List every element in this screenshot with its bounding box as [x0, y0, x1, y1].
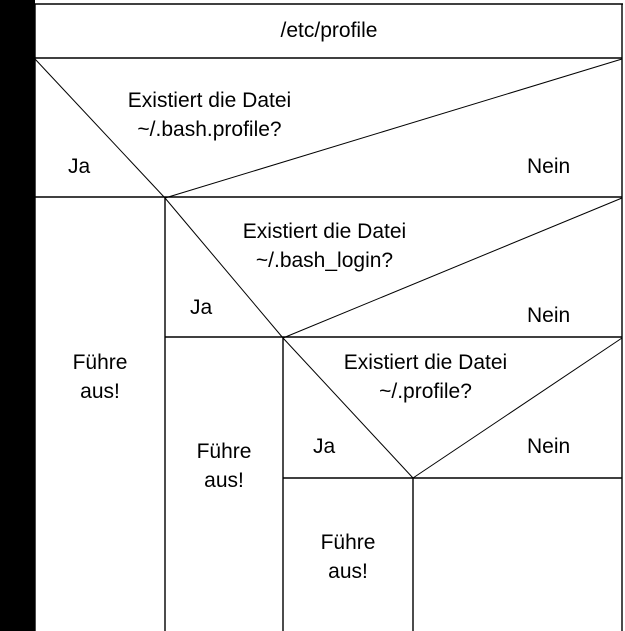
question-2-line-1: Existiert die Datei — [242, 220, 407, 243]
branch-yes-diagonal-3 — [282, 337, 414, 479]
branch-label-2-no: Nein — [527, 304, 571, 327]
branch-yes-diagonal-1 — [34, 58, 166, 199]
exec-leaf-2-line-2: aus! — [204, 469, 244, 492]
branch-label-2-yes: Ja — [190, 296, 213, 319]
left-black-margin — [0, 0, 35, 631]
question-3-line-1: Existiert die Datei — [343, 351, 508, 374]
exec-leaf-3-line-1: Führe — [320, 531, 376, 554]
branch-label-1-no: Nein — [527, 155, 571, 178]
question-3-line-2: ~/.profile? — [379, 380, 472, 403]
exec-leaf-1-line-2: aus! — [80, 380, 120, 403]
exec-leaf-2-line-1: Führe — [196, 440, 252, 463]
branch-label-3-no: Nein — [527, 435, 571, 458]
branch-label-1-yes: Ja — [68, 155, 91, 178]
exec-leaf-1-line-1: Führe — [72, 351, 128, 374]
question-2-line-2: ~/.bash_login? — [255, 249, 394, 272]
branch-no-diagonal-2 — [282, 197, 623, 339]
exec-leaf-3-line-2: aus! — [328, 560, 368, 583]
question-1-line-2: ~/.bash.profile? — [137, 118, 282, 141]
branch-no-diagonal-3 — [412, 337, 623, 479]
branch-no-diagonal-1 — [164, 58, 623, 199]
branch-yes-diagonal-2 — [164, 197, 284, 339]
question-1-line-1: Existiert die Datei — [127, 89, 292, 112]
root-node-label: /etc/profile — [280, 19, 378, 42]
branch-label-3-yes: Ja — [313, 435, 336, 458]
